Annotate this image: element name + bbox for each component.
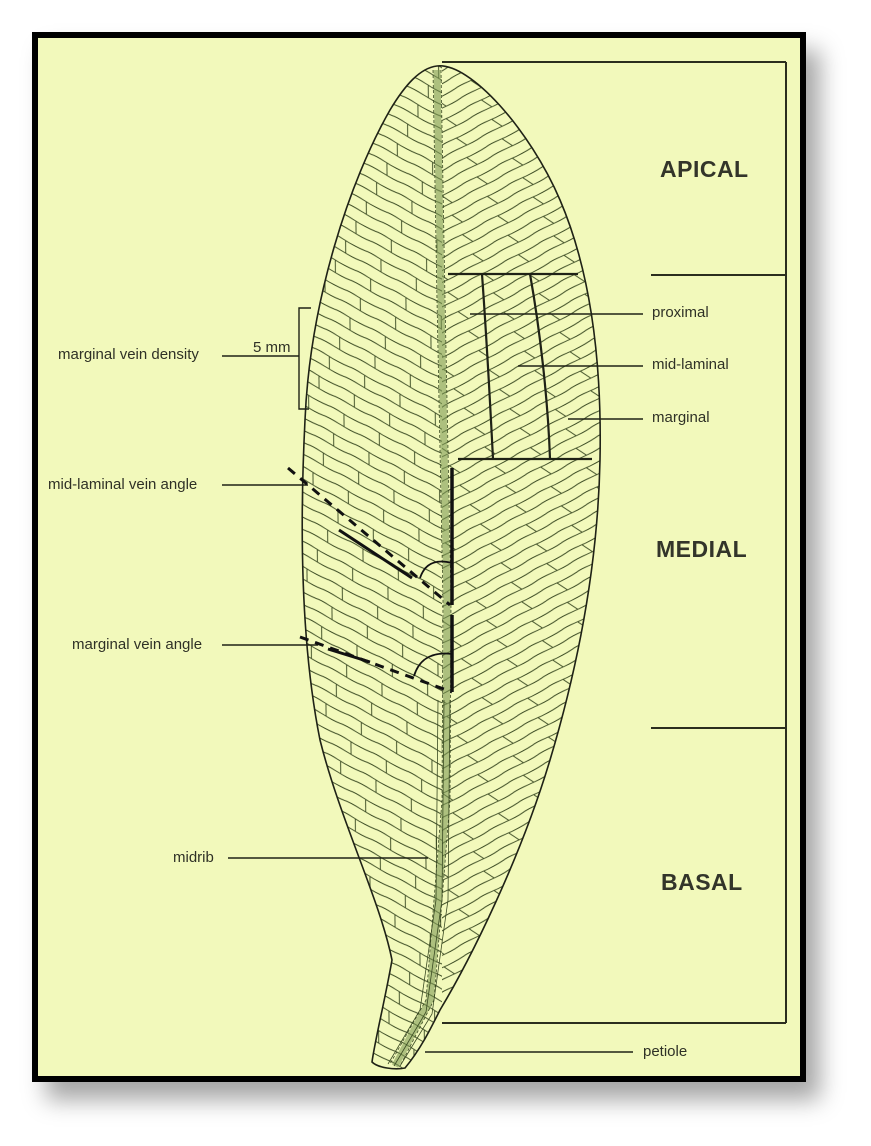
zone-label-apical: APICAL bbox=[660, 156, 749, 182]
marginal-angle-marker bbox=[222, 615, 454, 694]
zone-label-basal: BASAL bbox=[661, 869, 743, 895]
label-marginal-vein-density: marginal vein density bbox=[58, 346, 199, 363]
label-petiole: petiole bbox=[643, 1043, 688, 1060]
zone-label-medial: MEDIAL bbox=[656, 536, 748, 562]
label-mid-laminal-vein-angle: mid-laminal vein angle bbox=[48, 476, 198, 493]
label-midrib: midrib bbox=[173, 849, 214, 866]
region-label-proximal: proximal bbox=[652, 304, 709, 321]
label-marginal-vein-angle: marginal vein angle bbox=[72, 636, 203, 653]
label-scale-5mm: 5 mm bbox=[253, 339, 291, 356]
leaf-outline bbox=[301, 65, 602, 1070]
region-label-marginal: marginal bbox=[652, 409, 710, 426]
mid-laminal-angle-marker bbox=[222, 466, 454, 607]
region-leaders bbox=[470, 313, 643, 420]
region-label-mid-laminal: mid-laminal bbox=[652, 356, 729, 373]
zone-bracket bbox=[442, 61, 787, 1024]
density-bracket bbox=[222, 307, 311, 410]
